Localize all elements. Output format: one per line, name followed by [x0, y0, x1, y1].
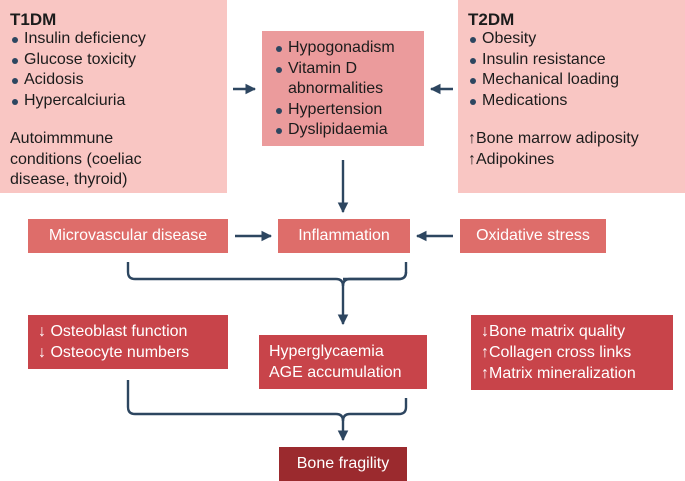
t1dm-list: Insulin deficiency Glucose toxicity Acid…: [10, 29, 227, 111]
hyperglycaemia-box: Hyperglycaemia AGE accumulation: [259, 335, 427, 389]
t2dm-title: T2DM: [468, 10, 515, 29]
list-item: Vitamin D: [274, 59, 424, 80]
microvascular-disease-box: Microvascular disease: [28, 219, 228, 253]
t2dm-list: Obesity Insulin resistance Mechanical lo…: [468, 29, 685, 111]
bracket-middle-row: [126, 262, 408, 287]
list-item: Hypogonadism: [274, 38, 424, 59]
t1dm-title: T1DM: [10, 10, 57, 29]
bone-fragility-label: Bone fragility: [296, 455, 390, 472]
list-item: Insulin deficiency: [10, 29, 227, 50]
note-line: disease, thyroid): [10, 171, 128, 188]
text-line: AGE accumulation: [269, 364, 402, 381]
list-item: Dyslipidaemia: [274, 120, 424, 141]
bracket-lower-row: [126, 380, 408, 422]
note-line: conditions (coeliac: [10, 150, 142, 168]
note-line: Autoimmmune: [10, 130, 114, 147]
text-line: ↓ Osteocyte numbers: [38, 344, 190, 361]
list-item-continuation: abnormalities: [288, 80, 384, 97]
inflammation-box: Inflammation: [278, 219, 410, 253]
list-item: Acidosis: [10, 70, 227, 91]
osteoblast-box: ↓ Osteoblast function ↓ Osteocyte number…: [28, 315, 228, 369]
list-item: Insulin resistance: [468, 50, 685, 71]
list-item: Glucose toxicity: [10, 50, 227, 71]
text-line: ↑Matrix mineralization: [481, 365, 636, 382]
list-item: Hypertension: [274, 100, 424, 121]
list-item: Obesity: [468, 29, 685, 50]
t1dm-box: T1DM Insulin deficiency Glucose toxicity…: [0, 0, 227, 193]
t1dm-note: Autoimmmune conditions (coeliac disease,…: [10, 129, 227, 191]
bracket-middle-row-right: [343, 262, 408, 281]
text-line: ↑Collagen cross links: [481, 344, 632, 361]
shared-factors-box: Hypogonadism Vitamin D abnormalities Hyp…: [262, 31, 424, 146]
oxidative-stress-box: Oxidative stress: [460, 219, 606, 253]
bone-matrix-box: ↓Bone matrix quality ↑Collagen cross lin…: [471, 315, 673, 390]
list-item: Mechanical loading: [468, 70, 685, 91]
text-line: ↓ Osteoblast function: [38, 323, 188, 340]
note-line: ↑Adipokines: [468, 150, 555, 168]
oxidative-stress-label: Oxidative stress: [476, 227, 590, 244]
text-line: ↓Bone matrix quality: [481, 323, 626, 340]
list-item: Hypercalciuria: [10, 91, 227, 112]
list-item: Medications: [468, 91, 685, 112]
t2dm-note: ↑Bone marrow adiposity ↑Adipokines: [468, 129, 685, 170]
t2dm-box: T2DM Obesity Insulin resistance Mechanic…: [458, 0, 685, 193]
bone-fragility-box: Bone fragility: [279, 447, 407, 481]
shared-list: Hypogonadism Vitamin D abnormalities Hyp…: [274, 38, 424, 141]
text-line: Hyperglycaemia: [269, 343, 384, 360]
microvascular-disease-label: Microvascular disease: [48, 227, 208, 244]
inflammation-label: Inflammation: [298, 227, 390, 244]
note-line: ↑Bone marrow adiposity: [468, 130, 639, 147]
